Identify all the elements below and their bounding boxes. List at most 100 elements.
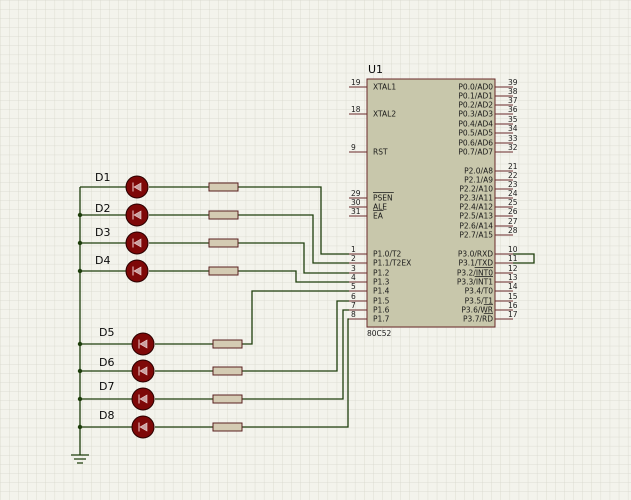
pin-number: 6 (351, 292, 356, 301)
ground-wire-bottom (80, 343, 132, 428)
chip-reference: U1 (368, 63, 383, 76)
pin-name: P3.2/INT0 (457, 269, 493, 278)
pin-number: 36 (508, 105, 518, 114)
pin-name: P0.4/AD4 (458, 120, 493, 129)
pin-number: 37 (508, 96, 518, 105)
diode-icon (139, 394, 148, 404)
pin-name: P3.0/RXD (458, 250, 493, 259)
pin-number: 13 (508, 273, 518, 282)
led-resistor-wires-top (149, 186, 209, 272)
pin-name: P3.5/T1 (465, 297, 494, 306)
pin-name: P0.7/AD7 (458, 148, 493, 157)
led-d5[interactable]: D5 (99, 326, 155, 356)
pin-name: XTAL2 (373, 110, 396, 119)
wire-d5-p14 (242, 290, 349, 345)
pin-number: 2 (351, 254, 356, 263)
wire-d1-p10 (238, 186, 349, 255)
wire-d6-p15 (242, 300, 349, 372)
pin-name: P2.5/A13 (459, 212, 493, 221)
pin-number: 18 (351, 105, 361, 114)
pin-name: P2.1/A9 (464, 176, 493, 185)
pin-number: 11 (508, 254, 518, 263)
pin-name: P1.6 (373, 306, 390, 315)
led-d7[interactable]: D7 (99, 380, 155, 411)
diode-icon (133, 182, 142, 192)
resistor-r1[interactable] (208, 182, 239, 192)
pin-number: 4 (351, 273, 356, 282)
pin-name: XTAL1 (373, 83, 396, 92)
resistor-r7[interactable] (212, 394, 243, 404)
pin-name: P1.4 (373, 287, 390, 296)
wire-d2-p11 (238, 214, 349, 264)
resistor-r8[interactable] (212, 422, 243, 432)
pin-number: 12 (508, 264, 518, 273)
led-label: D8 (99, 409, 114, 422)
wire-d8-p17 (242, 318, 349, 428)
led-label: D6 (99, 356, 114, 369)
pin-number: 30 (351, 198, 361, 207)
led-d1[interactable]: D1 (95, 171, 149, 199)
pin-name: P2.6/A14 (459, 222, 493, 231)
pin-name: P3.4/T0 (465, 287, 494, 296)
pin-name: P1.7 (373, 315, 390, 324)
pin-number: 17 (508, 310, 518, 319)
led-d6[interactable]: D6 (99, 356, 155, 383)
diode-icon (133, 210, 142, 220)
resistor-r3[interactable] (208, 238, 239, 248)
junctions (77, 212, 83, 430)
pin-name: P0.6/AD6 (458, 139, 493, 148)
pin-number: 34 (508, 124, 518, 133)
pin-name: P0.5/AD5 (458, 129, 493, 138)
ground-symbol (71, 454, 89, 464)
pin-number: 1 (351, 245, 356, 254)
wire-d7-p16 (242, 309, 349, 400)
pin-name: P0.3/AD3 (458, 110, 493, 119)
wire-d4-p13 (238, 270, 349, 283)
pin-number: 15 (508, 292, 518, 301)
resistor-group (208, 182, 243, 432)
pin-number: 25 (508, 198, 518, 207)
pin-number: 10 (508, 245, 518, 254)
resistor-r4[interactable] (208, 266, 239, 276)
diode-icon (139, 366, 148, 376)
led-label: D2 (95, 202, 110, 215)
pin-number: 33 (508, 134, 518, 143)
diode-icon (133, 238, 142, 248)
pin-name: P0.0/AD0 (458, 83, 493, 92)
pin-number: 14 (508, 282, 518, 291)
led-d2[interactable]: D2 (95, 202, 149, 227)
pin-name: P3.3/INT1 (457, 278, 493, 287)
pin-name: P1.0/T2 (373, 250, 402, 259)
pin-number: 16 (508, 301, 518, 310)
pin-number: 9 (351, 143, 356, 152)
ground-wire-top (80, 186, 126, 272)
resistor-r2[interactable] (208, 210, 239, 220)
wire-d3-p12 (238, 242, 349, 274)
led-resistor-wires-bottom (155, 343, 213, 428)
led-d8[interactable]: D8 (99, 409, 155, 439)
pin-name: P0.2/AD2 (458, 101, 493, 110)
pin-number: 8 (351, 310, 356, 319)
pin-number: 5 (351, 282, 356, 291)
led-d4[interactable]: D4 (95, 254, 149, 283)
pin-number: 26 (508, 207, 518, 216)
resistor-r5[interactable] (212, 339, 243, 349)
chip-body (366, 78, 496, 328)
pin-number: 38 (508, 87, 518, 96)
led-label: D1 (95, 171, 110, 184)
resistor-r6[interactable] (212, 366, 243, 376)
pin-number: 21 (508, 162, 518, 171)
pin-name: P1.2 (373, 269, 390, 278)
led-d3[interactable]: D3 (95, 226, 149, 255)
pin-name: ALE (373, 203, 387, 212)
pin-name: P0.1/AD1 (458, 92, 493, 101)
pin-number: 32 (508, 143, 518, 152)
pin-name: PSEN (373, 194, 393, 203)
pin-name: P1.1/T2EX (373, 259, 411, 268)
pin-name: P2.4/A12 (459, 203, 493, 212)
diode-icon (139, 339, 148, 349)
